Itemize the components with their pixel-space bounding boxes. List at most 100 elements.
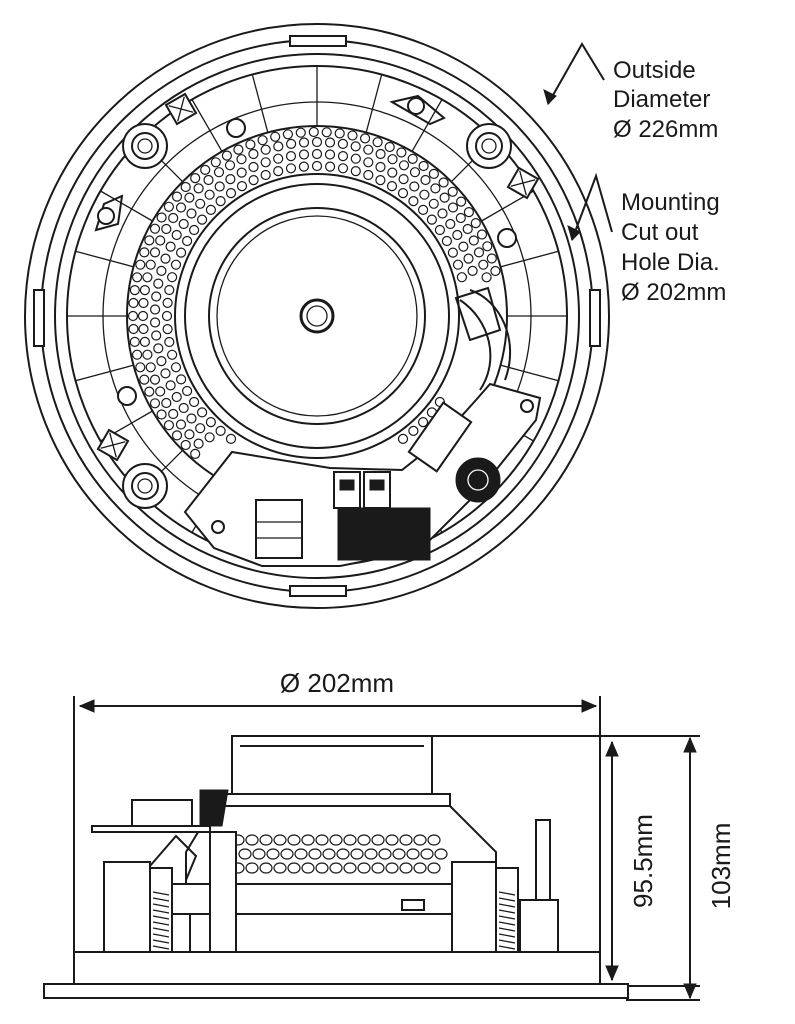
grille-hole	[161, 310, 173, 322]
side-grille-hole	[378, 848, 392, 860]
grille-hole	[213, 167, 225, 178]
outside-diameter-label: Outside Diameter Ø 226mm	[613, 57, 718, 143]
left-spring-coils	[152, 891, 170, 950]
clamp-block-bottom-left	[96, 428, 130, 462]
grille-hole	[447, 202, 459, 213]
grille-hole	[135, 362, 146, 373]
grille-hole	[387, 154, 398, 165]
grille-hole	[270, 131, 281, 142]
grille-hole	[176, 374, 187, 385]
grille-hole	[482, 241, 493, 252]
grille-hole	[273, 166, 284, 177]
mounting-diameter-arrowhead	[567, 225, 581, 241]
side-grille-hole	[343, 862, 357, 874]
side-grille-hole	[343, 834, 357, 846]
grille-hole	[167, 272, 178, 283]
frame-rib	[365, 74, 383, 133]
grille-hole	[205, 417, 216, 428]
grille-hole	[210, 157, 221, 168]
grille-hole	[225, 174, 236, 185]
grille-hole	[478, 259, 489, 270]
grille-hole	[215, 196, 226, 207]
grille-hole	[298, 137, 310, 148]
grille-hole	[311, 136, 323, 148]
grille-hole	[347, 130, 358, 141]
grille-hole	[447, 247, 458, 258]
grille-hole	[420, 174, 431, 186]
grille-hole	[324, 137, 336, 148]
grille-hole	[360, 133, 371, 144]
side-grille-hole	[399, 834, 413, 846]
grille-hole	[337, 138, 348, 149]
grille-hole	[408, 196, 419, 207]
frame-rib	[500, 250, 559, 268]
grille-hole	[456, 272, 467, 283]
grille-hole	[203, 174, 214, 186]
side-grille-hole	[420, 848, 434, 860]
side-grille-hole	[259, 834, 273, 846]
frame-rib	[191, 99, 223, 152]
side-grille-hole	[322, 848, 336, 860]
grille-hole	[418, 204, 429, 215]
grille-hole	[321, 127, 332, 138]
grille-hole	[205, 204, 216, 215]
dust-cap-center	[306, 305, 328, 327]
small-bracket	[401, 899, 425, 911]
mounting-ring	[54, 53, 580, 579]
grille-hole	[145, 362, 156, 373]
grille-hole	[248, 161, 259, 173]
grille-hole	[363, 144, 374, 155]
grille-hole	[156, 265, 167, 276]
grille-hole	[476, 229, 488, 240]
side-grille-hole	[357, 862, 371, 874]
grille-hole	[139, 247, 150, 258]
grille-hole	[375, 161, 386, 173]
side-grille-hole	[392, 848, 406, 860]
mounting-label-line-1: Mounting	[621, 189, 720, 216]
grille-hole	[184, 429, 195, 440]
side-grille-hole	[385, 862, 399, 874]
grille-hole	[171, 430, 183, 441]
grille-hole	[248, 148, 259, 160]
grille-hole	[408, 425, 419, 436]
grille-hole	[151, 291, 162, 302]
wiring	[459, 289, 511, 391]
grille-hole	[375, 175, 386, 186]
side-grille-hole	[427, 862, 441, 874]
frame-screw	[226, 118, 246, 138]
woofer-cone	[208, 207, 426, 425]
frame-rib	[75, 364, 134, 382]
grille-hole	[149, 247, 161, 258]
grille-hole	[129, 285, 140, 296]
grille-hole	[418, 417, 429, 428]
side-grille-hole	[273, 862, 287, 874]
grille-hole	[182, 235, 193, 247]
frame-screw	[497, 228, 517, 248]
side-grille-hole	[399, 862, 413, 874]
grille-hole	[204, 189, 215, 200]
grille-hole	[137, 310, 149, 322]
frame-rib	[500, 364, 559, 382]
grille-hole	[197, 214, 208, 225]
grille-hole	[384, 141, 395, 153]
lower-band-inner	[189, 913, 481, 953]
grille-hole	[186, 208, 197, 219]
spring-coil	[152, 891, 170, 896]
grille-hole	[150, 304, 161, 315]
grille-hole	[161, 223, 172, 235]
grille-hole	[138, 297, 149, 309]
grille-hole	[441, 235, 452, 247]
grille-hole	[447, 186, 458, 197]
side-tweeter	[199, 789, 229, 827]
grille-hole	[151, 330, 162, 341]
spring-coil	[498, 927, 516, 932]
side-grille-hole	[280, 848, 294, 860]
grille-hole	[214, 181, 225, 192]
woofer-cone-inner	[216, 215, 418, 417]
grille-hole	[149, 398, 161, 409]
outside-label-line-1: Outside	[613, 57, 696, 84]
side-grille-hole	[259, 862, 273, 874]
grille-hole	[180, 439, 191, 451]
frame-rib	[75, 250, 134, 268]
trim-flange	[43, 983, 629, 999]
